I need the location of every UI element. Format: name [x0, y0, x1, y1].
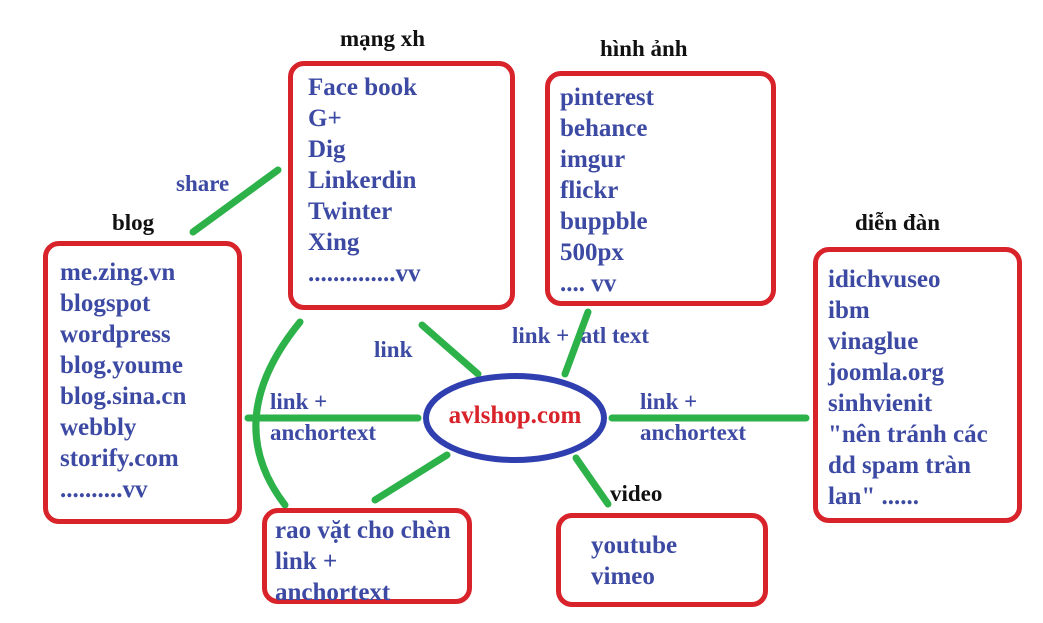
- list-item: wordpress: [60, 321, 171, 348]
- list-item: blog.sina.cn: [60, 383, 187, 410]
- list-item: blog.youme: [60, 352, 183, 379]
- classifieds-line: rao vặt cho chèn: [275, 517, 451, 544]
- social-title: mạng xh: [340, 26, 425, 51]
- list-item: buppble: [560, 208, 648, 235]
- list-item: sinhvienit: [828, 390, 933, 417]
- list-item: joomla.org: [828, 359, 944, 386]
- social-list: Face book G+ Dig Linkerdin Twinter Xing …: [293, 66, 510, 289]
- list-item: blogspot: [60, 290, 151, 317]
- list-item: youtube: [591, 532, 678, 559]
- hub-ellipse: [423, 373, 607, 463]
- blog-title: blog: [112, 210, 155, 235]
- edge-label-link-alt: link + atl text: [512, 323, 650, 348]
- list-item: vinaglue: [828, 328, 919, 355]
- list-item: Twinter: [308, 198, 393, 225]
- list-item: .... vv: [560, 270, 617, 297]
- edge-label-line: link +: [270, 389, 328, 414]
- classifieds-line: anchortext: [275, 579, 391, 606]
- connector-hub-video: [572, 454, 612, 508]
- forum-list: idichvuseo ibm vinaglue joomla.org sinhv…: [818, 252, 1017, 512]
- list-item: "nên tránh các: [828, 421, 988, 448]
- list-item: Xing: [308, 229, 360, 256]
- edge-label-link: link: [374, 337, 413, 362]
- list-item: webbly: [60, 414, 137, 441]
- list-item: ..........vv: [60, 476, 148, 503]
- social-box: Face book G+ Dig Linkerdin Twinter Xing …: [288, 61, 515, 310]
- list-item: 500px: [560, 239, 624, 266]
- connector-social-hub: [418, 321, 482, 378]
- connector-hub-classifieds: [371, 451, 451, 504]
- list-item: ..............vv: [308, 260, 421, 287]
- video-title: video: [610, 481, 663, 506]
- list-item: me.zing.vn: [60, 259, 176, 286]
- list-item: G+: [308, 105, 342, 132]
- blog-box: me.zing.vn blogspot wordpress blog.youme…: [43, 241, 242, 524]
- list-item: dd spam tràn: [828, 452, 972, 479]
- list-item: Linkerdin: [308, 167, 417, 194]
- list-item: behance: [560, 115, 648, 142]
- edge-label-line: link +: [640, 389, 698, 414]
- list-item: pinterest: [560, 84, 654, 111]
- list-item: lan" ......: [828, 483, 919, 510]
- video-list: youtube vimeo: [561, 518, 763, 592]
- connector-social-classifieds: [252, 318, 304, 509]
- classifieds-box: rao vặt cho chèn link + anchortext: [262, 508, 472, 606]
- list-item: flickr: [560, 177, 619, 204]
- edge-label-share: share: [176, 171, 230, 196]
- edge-label-link-anchor-left: link + anchortext: [270, 386, 376, 448]
- forum-box: idichvuseo ibm vinaglue joomla.org sinhv…: [813, 247, 1022, 523]
- list-item: ibm: [828, 297, 870, 324]
- classifieds-line: link +: [275, 548, 338, 575]
- list-item: imgur: [560, 146, 626, 173]
- list-item: idichvuseo: [828, 266, 941, 293]
- classifieds-text: rao vặt cho chèn link + anchortext: [267, 513, 467, 608]
- edge-label-link-anchor-right: link + anchortext: [640, 386, 746, 448]
- edge-label-line: anchortext: [270, 420, 377, 445]
- list-item: Dig: [308, 136, 346, 163]
- connector-blog-social: [189, 166, 282, 236]
- list-item: vimeo: [591, 563, 655, 590]
- images-list: pinterest behance imgur flickr buppble 5…: [550, 76, 771, 299]
- images-box: pinterest behance imgur flickr buppble 5…: [545, 71, 776, 306]
- connector-images-hub: [561, 308, 592, 378]
- list-item: Face book: [308, 74, 418, 101]
- images-title: hình ảnh: [600, 36, 688, 61]
- list-item: storify.com: [60, 445, 179, 472]
- video-box: youtube vimeo: [556, 513, 768, 607]
- forum-title: diễn đàn: [855, 210, 941, 235]
- hub-label: avlshop.com: [448, 402, 582, 429]
- blog-list: me.zing.vn blogspot wordpress blog.youme…: [48, 246, 237, 505]
- edge-label-line: anchortext: [640, 420, 747, 445]
